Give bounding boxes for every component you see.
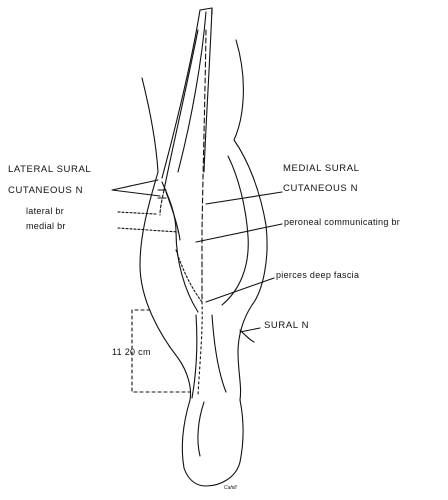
calf-medial-contour [221, 155, 249, 306]
medial-sural-label-line1: MEDIAL SURAL [283, 163, 360, 174]
skin-flap-inner-edge [177, 11, 207, 173]
artist-signature: Cahill [224, 485, 237, 491]
peroneal-communicating-branch [175, 249, 203, 303]
lateral-br-label: lateral br [26, 206, 65, 216]
leader-lateral-br [117, 211, 157, 215]
achilles-left-line [191, 314, 198, 399]
leader-sural-n [239, 327, 261, 333]
lateral-sural-nerve [163, 29, 199, 191]
medial-br-label: medial br [26, 221, 66, 231]
leader-pierces-fascia [205, 277, 275, 303]
medial-sural-label-line2: CUTANEOUS N [283, 183, 359, 194]
skin-flap-left-edge [161, 9, 201, 179]
measurement-bracket [131, 309, 191, 393]
medial-sural-nerve [201, 29, 207, 303]
medial-branch-nerve [165, 191, 181, 241]
leader-peroneal [195, 223, 283, 243]
leader-lateral-sural [111, 179, 161, 197]
lateral-branch-nerve [159, 189, 165, 216]
sural-n-label: SURAL N [264, 320, 310, 331]
pierces-deep-fascia-label: pierces deep fascia [276, 270, 360, 280]
skin-flap-tip [199, 7, 213, 15]
peroneal-communicating-label: peroneal communicating br [284, 217, 401, 227]
achilles-right-line [211, 314, 227, 393]
leader-medial-sural [205, 191, 283, 205]
leg-outline-right [233, 39, 268, 401]
measurement-label: 11 20 cm [112, 347, 151, 357]
calf-lateral-contour [161, 181, 199, 313]
skin-flap-right-edge [203, 7, 213, 173]
heel-outline [181, 399, 244, 487]
lateral-sural-label-line1: LATERAL SURAL [8, 164, 92, 175]
sural-nerve [197, 301, 203, 396]
heel-inner-line [197, 401, 205, 457]
lateral-sural-label-line2: CUTANEOUS N [8, 185, 84, 196]
leader-medial-br [117, 227, 179, 233]
leg-outline-left [139, 77, 192, 401]
